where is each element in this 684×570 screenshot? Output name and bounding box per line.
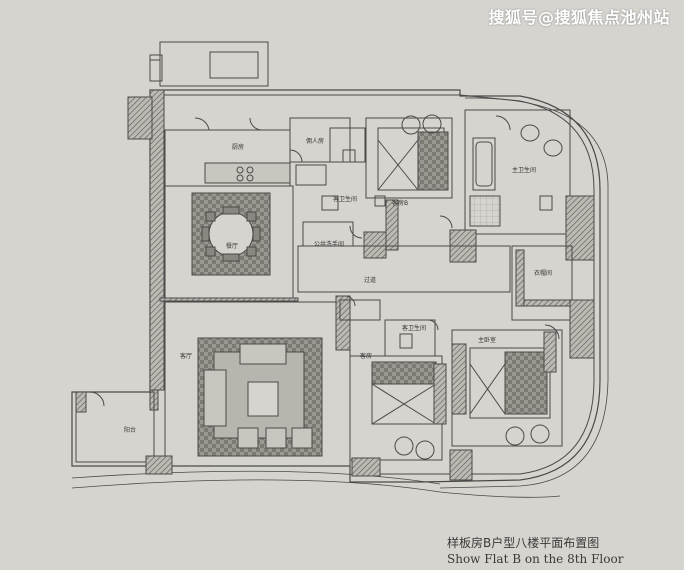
label-bedroom-2: 客房B [392,199,408,207]
room-bedroom-2 [365,117,453,199]
label-living: 客厅 [180,352,192,360]
label-master-bedroom: 主卧室 [478,336,496,344]
label-kitchen: 厨房 [232,143,244,151]
label-guest-bath: 公共洗手间 [314,240,344,248]
label-master-bath: 主卫生间 [512,166,536,174]
room-master-bath [464,109,571,235]
label-walk-in: 衣帽间 [534,269,552,277]
label-bath-3: 客卫生间 [402,324,426,332]
label-balcony: 阳台 [124,426,136,434]
caption-chinese: 样板房B户型八楼平面布置图 [447,536,600,550]
room-maid [289,117,351,163]
label-bedroom-3: 客房 [360,352,372,360]
label-maid-room: 佣人房 [306,137,324,145]
caption-english: Show Flat B on the 8th Floor [447,552,624,566]
annex-top [159,41,269,87]
room-balcony [75,391,155,463]
label-bath-2: 客卫生间 [333,195,357,203]
corridor [297,245,511,293]
label-dining: 餐厅 [226,242,238,250]
watermark-text: 搜狐号@搜狐焦点池州站 [488,8,670,27]
room-walk-in [511,245,573,321]
label-corridor: 过道 [364,276,376,284]
